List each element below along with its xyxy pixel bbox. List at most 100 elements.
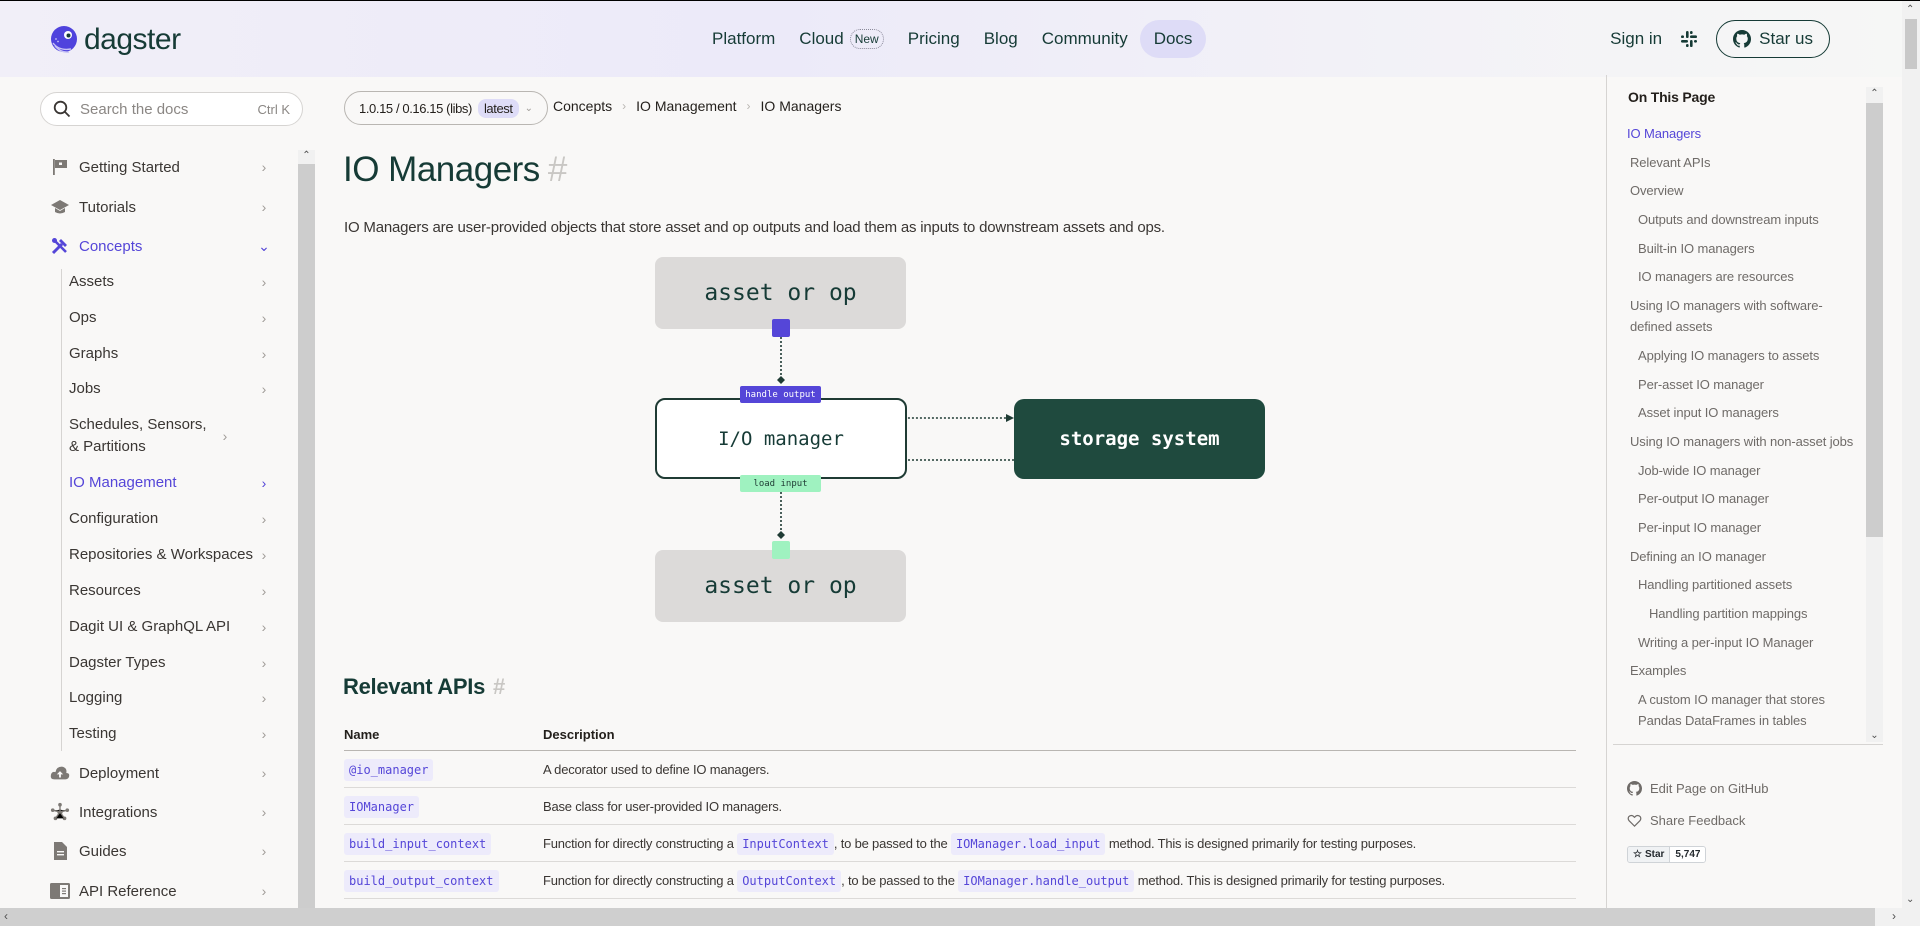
- description-text: , to be passed to the: [833, 835, 951, 851]
- sidebar-item-integrations[interactable]: Integrations ›: [50, 802, 270, 822]
- toc-item[interactable]: Overview: [1630, 183, 1684, 198]
- toc-item[interactable]: A custom IO manager that stores Pandas D…: [1638, 692, 1825, 728]
- scroll-up-arrow-icon[interactable]: ⌃: [298, 150, 315, 164]
- toc-item[interactable]: Handling partition mappings: [1649, 606, 1808, 621]
- breadcrumb-concepts[interactable]: Concepts: [553, 98, 613, 114]
- github-star-button[interactable]: ☆Star 5,747: [1627, 846, 1707, 863]
- sign-in-link[interactable]: Sign in: [1610, 29, 1663, 48]
- toc-scrollbar[interactable]: ⌃ ⌄: [1866, 87, 1883, 742]
- sidebar-subitem-testing[interactable]: Testing›: [69, 723, 270, 745]
- toc-item[interactable]: Examples: [1630, 663, 1687, 678]
- sidebar-subitem-dagit[interactable]: Dagit UI & GraphQL API›: [69, 616, 270, 638]
- page-horizontal-scrollbar[interactable]: ‹ ›: [0, 908, 1920, 926]
- toc-item[interactable]: Per-output IO manager: [1638, 491, 1769, 506]
- sidebar-item-guides[interactable]: Guides ›: [50, 841, 270, 861]
- breadcrumb-io-managers[interactable]: IO Managers: [760, 98, 842, 114]
- nav-blog[interactable]: Blog: [972, 20, 1030, 58]
- toc-item[interactable]: Outputs and downstream inputs: [1638, 212, 1819, 227]
- star-us-button[interactable]: Star us: [1716, 20, 1830, 58]
- sidebar-subitem-logging[interactable]: Logging›: [69, 687, 270, 709]
- scroll-down-arrow-icon[interactable]: ⌄: [1906, 894, 1915, 905]
- api-link-io-manager[interactable]: @io_manager: [344, 758, 434, 781]
- anchor-hash-link[interactable]: #: [547, 150, 567, 189]
- chevron-right-icon: ›: [261, 583, 267, 599]
- scroll-down-arrow-icon[interactable]: ⌄: [1870, 730, 1879, 741]
- sidebar-subitem-jobs[interactable]: Jobs›: [69, 378, 270, 400]
- sidebar-item-deployment[interactable]: Deployment ›: [50, 763, 270, 783]
- scrollbar-thumb[interactable]: [1905, 19, 1917, 69]
- toc-item[interactable]: Applying IO managers to assets: [1638, 348, 1820, 363]
- sidebar-subitem-io-management[interactable]: IO Management›: [69, 472, 270, 494]
- sidebar-label: Jobs: [69, 380, 101, 397]
- page-title: IO Managers#: [343, 150, 567, 190]
- toc-item[interactable]: Asset input IO managers: [1638, 405, 1779, 420]
- relevant-apis-heading: Relevant APIs#: [343, 674, 505, 700]
- sidebar-item-tutorials[interactable]: Tutorials ›: [50, 197, 270, 217]
- scroll-right-arrow-icon[interactable]: ›: [1892, 909, 1896, 923]
- scroll-up-arrow-icon[interactable]: ⌃: [1906, 4, 1915, 15]
- toc-item[interactable]: Built-in IO managers: [1638, 241, 1755, 256]
- diagram-downstream-asset-box: asset or op: [655, 550, 906, 622]
- sidebar-subitem-graphs[interactable]: Graphs ›: [69, 343, 270, 365]
- sidebar-label: Graphs: [69, 345, 119, 362]
- toc-item[interactable]: Handling partitioned assets: [1638, 577, 1793, 592]
- inline-code-output-context[interactable]: OutputContext: [737, 869, 842, 892]
- page-vertical-scrollbar[interactable]: ⌃ ⌄: [1902, 1, 1920, 908]
- sidebar-subitem-ops[interactable]: Ops›: [69, 307, 270, 329]
- left-sidebar: Getting Started › Tutorials › Concepts ⌄…: [0, 145, 298, 908]
- inline-code-load-input[interactable]: IOManager.load_input: [950, 832, 1106, 855]
- nav-platform[interactable]: Platform: [700, 20, 787, 58]
- sidebar-item-api-reference[interactable]: API Reference ›: [50, 881, 270, 901]
- chevron-right-icon: ›: [261, 346, 267, 362]
- description-text: Function for directly constructing a: [543, 872, 738, 888]
- nav-docs[interactable]: Docs: [1139, 20, 1207, 58]
- toc-item[interactable]: Per-asset IO manager: [1638, 377, 1764, 392]
- api-link-iomanager[interactable]: IOManager: [344, 795, 420, 818]
- sidebar-item-getting-started[interactable]: Getting Started ›: [50, 157, 270, 177]
- api-link-build-input-context[interactable]: build_input_context: [344, 832, 492, 855]
- io-manager-diagram: asset or op I/O manager handle output lo…: [640, 250, 1280, 630]
- sidebar-subitem-schedules[interactable]: Schedules, Sensors, & Partitions›: [69, 414, 270, 458]
- sidebar-scrollbar[interactable]: ⌃: [298, 150, 315, 908]
- sidebar-subitem-assets[interactable]: Assets›: [69, 271, 270, 293]
- anchor-hash-link[interactable]: #: [493, 674, 505, 699]
- chevron-right-icon: ›: [222, 428, 228, 444]
- sidebar-subitem-resources[interactable]: Resources›: [69, 580, 270, 602]
- sidebar-label: Getting Started: [79, 158, 180, 176]
- api-link-build-output-context[interactable]: build_output_context: [344, 869, 499, 892]
- breadcrumb-separator-icon: ›: [746, 99, 751, 113]
- diagram-upstream-asset-box: asset or op: [655, 257, 906, 329]
- nav-community[interactable]: Community: [1030, 20, 1140, 58]
- toc-item[interactable]: Writing a per-input IO Manager: [1638, 635, 1814, 650]
- breadcrumb-io-management[interactable]: IO Management: [636, 98, 737, 114]
- edit-page-on-github-link[interactable]: Edit Page on GitHub: [1627, 781, 1769, 796]
- toc-item[interactable]: Defining an IO manager: [1630, 549, 1766, 564]
- toc-item[interactable]: IO managers are resources: [1638, 269, 1794, 284]
- slack-icon[interactable]: [1680, 30, 1698, 48]
- toc-item[interactable]: Per-input IO manager: [1638, 520, 1762, 535]
- inline-code-input-context[interactable]: InputContext: [737, 832, 834, 855]
- sidebar-subitem-dagster-types[interactable]: Dagster Types›: [69, 652, 270, 674]
- toc-item[interactable]: Using IO managers with non-asset jobs: [1630, 434, 1854, 449]
- sidebar-item-concepts[interactable]: Concepts ⌄: [50, 236, 270, 256]
- nav-pricing[interactable]: Pricing: [896, 20, 972, 58]
- version-selector[interactable]: 1.0.15 / 0.16.15 (libs) latest ⌄: [344, 91, 548, 125]
- sidebar-subitem-repositories[interactable]: Repositories & Workspaces›: [69, 544, 270, 566]
- search-input[interactable]: Search the docs Ctrl K: [40, 92, 303, 126]
- table-header-row: Name Description: [344, 723, 1576, 751]
- toc-item[interactable]: IO Managers: [1627, 126, 1702, 141]
- dagster-logo[interactable]: dagster: [49, 23, 181, 57]
- sidebar-label: Ops: [69, 309, 97, 326]
- handle-output-tag: handle output: [740, 386, 821, 403]
- toc-item[interactable]: Relevant APIs: [1630, 155, 1711, 170]
- sidebar-subitem-configuration[interactable]: Configuration›: [69, 508, 270, 530]
- scroll-up-arrow-icon[interactable]: ⌃: [1870, 88, 1879, 99]
- scrollbar-thumb[interactable]: [1866, 103, 1883, 537]
- toc-item[interactable]: Using IO managers with software-defined …: [1630, 298, 1823, 334]
- scroll-left-arrow-icon[interactable]: ‹: [4, 909, 8, 923]
- inline-code-handle-output[interactable]: IOManager.handle_output: [958, 869, 1135, 892]
- toc-item[interactable]: Job-wide IO manager: [1638, 463, 1761, 478]
- share-feedback-link[interactable]: Share Feedback: [1627, 813, 1745, 828]
